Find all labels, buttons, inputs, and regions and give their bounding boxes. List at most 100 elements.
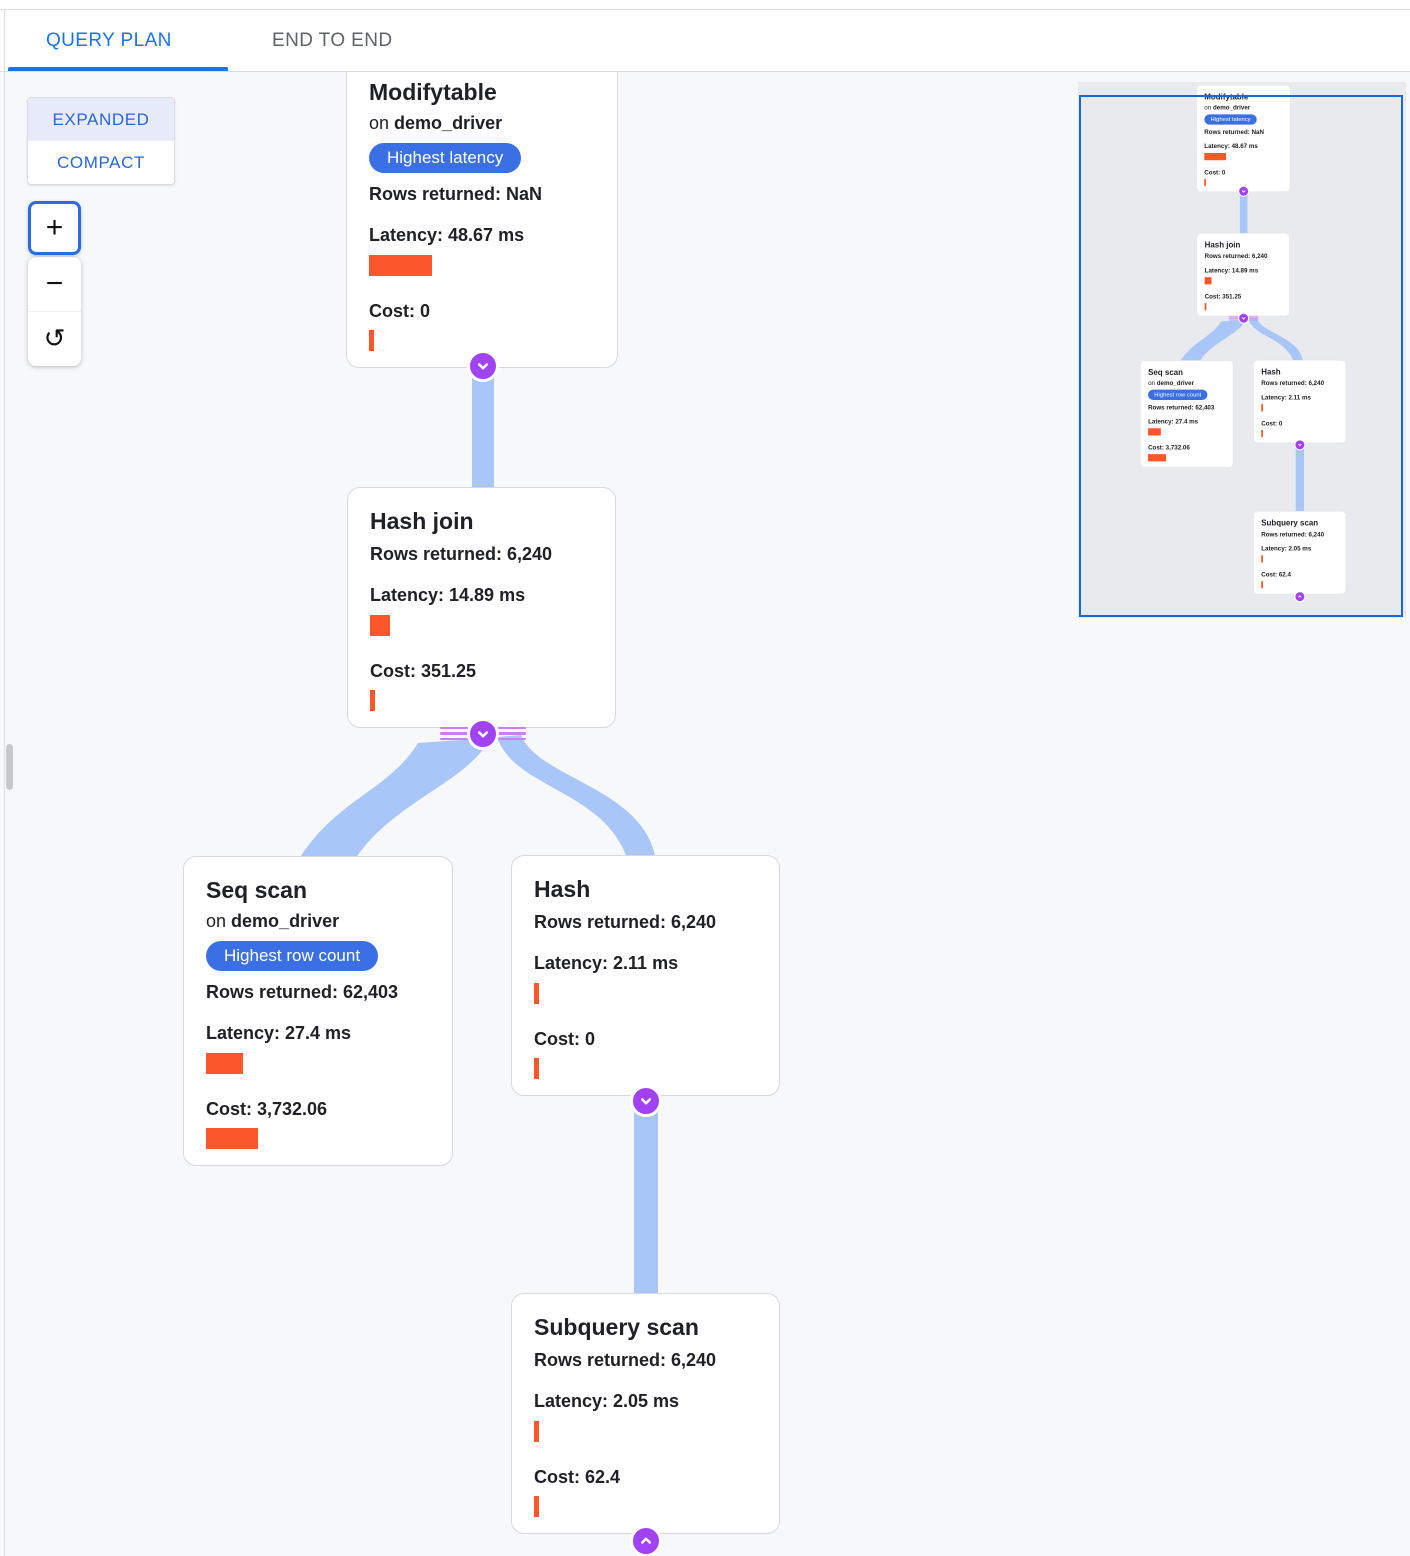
chevron-up-icon: [1298, 595, 1302, 598]
multi-edge-line: [1248, 319, 1259, 321]
highest-latency-badge: Highest latency: [1204, 114, 1257, 125]
plus-icon: +: [45, 211, 64, 244]
collapse-toggle-hash-join[interactable]: [1238, 312, 1250, 324]
latency-label: Latency: 48.67 ms: [1204, 142, 1258, 150]
rows-returned: Rows returned: 62,403: [1148, 403, 1215, 411]
cost-bar: [534, 1495, 539, 1517]
rows-returned: Rows returned: 6,240: [1261, 530, 1325, 538]
node-title: Seq scan: [1148, 367, 1183, 377]
collapse-toggle-hash[interactable]: [1294, 439, 1306, 451]
zoom-out-button[interactable]: −: [28, 257, 81, 311]
node-title: Subquery scan: [534, 1314, 699, 1340]
reset-view-button[interactable]: ↺: [28, 311, 81, 366]
multi-edge-line: [440, 732, 468, 735]
latency-label: Latency: 14.89 ms: [370, 585, 526, 606]
node-target-table: on demo_driver: [1148, 379, 1225, 386]
multi-edge-line: [1248, 315, 1259, 317]
latency-bar: [369, 254, 432, 276]
active-tab-underline: [8, 67, 228, 71]
minimap-viewport[interactable]: [1079, 95, 1403, 617]
cost-label: Cost: 0: [1261, 419, 1283, 427]
collapse-toggle-modifytable[interactable]: [467, 350, 499, 382]
cost-bar: [1204, 303, 1207, 311]
chevron-down-icon: [477, 363, 489, 370]
cost-label: Cost: 0: [369, 300, 431, 321]
plan-node-hash[interactable]: Hash Rows returned: 6,240 Latency: 2.11 …: [1253, 359, 1347, 444]
on-prefix: on: [206, 911, 227, 932]
tab-end-to-end[interactable]: END TO END: [272, 29, 393, 51]
plan-node-subquery-scan[interactable]: Subquery scan Rows returned: 6,240 Laten…: [511, 1293, 780, 1534]
multi-edge-line: [1228, 315, 1239, 317]
plan-node-hash-join[interactable]: Hash join Rows returned: 6,240 Latency: …: [347, 487, 616, 728]
cost-label: Cost: 62.4: [1261, 570, 1291, 578]
edge-hashjoin-seqscan: [295, 738, 490, 874]
latency-bar: [534, 982, 539, 1004]
latency-label: Latency: 2.05 ms: [534, 1391, 680, 1412]
plan-node-hash-join[interactable]: Hash join Rows returned: 6,240 Latency: …: [1196, 233, 1290, 317]
latency-bar: [370, 614, 390, 636]
expanded-view-button[interactable]: EXPANDED: [28, 98, 174, 141]
node-title: Seq scan: [206, 877, 307, 903]
node-title: Subquery scan: [1261, 518, 1319, 528]
node-title: Hash join: [1204, 240, 1241, 250]
chevron-down-icon: [1298, 443, 1302, 447]
multi-edge-line: [498, 732, 526, 735]
latency-label: Latency: 2.11 ms: [1261, 393, 1311, 401]
plan-node-modifytable[interactable]: Modifytable on demo_driver Highest laten…: [346, 72, 618, 368]
cost-bar: [1261, 429, 1263, 438]
on-prefix: on: [1204, 104, 1212, 111]
node-title: Modifytable: [369, 79, 497, 105]
latency-bar: [534, 1420, 539, 1442]
highest-row-count-badge: Highest row count: [1148, 389, 1208, 401]
window-top-strip: [0, 0, 1410, 10]
minimap[interactable]: Modifytable on demo_driver Highest laten…: [1078, 82, 1406, 618]
latency-bar: [1204, 277, 1212, 285]
rows-returned: Rows returned: NaN: [369, 184, 543, 205]
cost-label: Cost: 3,732.06: [206, 1098, 328, 1119]
view-mode-toggle: EXPANDED COMPACT: [27, 97, 175, 185]
tab-bar: QUERY PLAN END TO END: [0, 10, 1410, 72]
multi-edge-line: [1228, 317, 1239, 319]
rows-returned: Rows returned: 6,240: [1261, 379, 1325, 387]
plan-node-modifytable[interactable]: Modifytable on demo_driver Highest laten…: [1196, 85, 1291, 192]
latency-label: Latency: 2.05 ms: [1261, 545, 1312, 552]
rows-returned: Rows returned: 62,403: [206, 982, 399, 1003]
table-name: demo_driver: [1212, 104, 1251, 111]
rows-returned: Rows returned: NaN: [1204, 128, 1265, 136]
plan-node-hash[interactable]: Hash Rows returned: 6,240 Latency: 2.11 …: [511, 855, 780, 1096]
latency-label: Latency: 2.11 ms: [534, 953, 679, 974]
rows-returned: Rows returned: 6,240: [534, 912, 717, 933]
vertical-scrollbar[interactable]: [6, 744, 13, 790]
zoom-in-button[interactable]: +: [28, 201, 81, 255]
rows-returned: Rows returned: 6,240: [534, 1350, 717, 1371]
latency-label: Latency: 27.4 ms: [1148, 418, 1199, 425]
multi-edge-line: [1248, 317, 1259, 319]
edge-hashjoin-hash: [497, 735, 657, 874]
collapse-toggle-hash[interactable]: [630, 1085, 662, 1117]
plan-node-seq-scan[interactable]: Seq scan on demo_driver Highest row coun…: [183, 856, 453, 1166]
multi-edge-line: [440, 737, 468, 740]
cost-bar: [1261, 581, 1263, 589]
compact-view-button[interactable]: COMPACT: [57, 152, 145, 172]
tab-query-plan[interactable]: QUERY PLAN: [46, 29, 172, 51]
query-plan-canvas[interactable]: Modifytable on demo_driver Highest laten…: [0, 72, 1410, 1556]
plan-tree: Modifytable on demo_driver Highest laten…: [0, 72, 1410, 1556]
latency-label: Latency: 48.67 ms: [369, 225, 525, 246]
latency-bar: [1261, 404, 1263, 412]
node-title: Hash: [1261, 367, 1281, 377]
collapse-toggle-modifytable[interactable]: [1238, 185, 1250, 197]
minimap-content: Modifytable on demo_driver Highest laten…: [1078, 82, 1406, 603]
plan-node-seq-scan[interactable]: Seq scan on demo_driver Highest row coun…: [1140, 360, 1234, 468]
collapse-toggle-hash-join[interactable]: [467, 718, 499, 750]
reset-icon: ↺: [43, 324, 66, 354]
node-title: Hash join: [370, 508, 474, 534]
panel-divider: [4, 9, 5, 1556]
expand-toggle-subquery-scan[interactable]: [630, 1525, 662, 1556]
cost-label: Cost: 0: [534, 1028, 596, 1049]
expand-toggle-subquery-scan[interactable]: [1294, 591, 1306, 603]
node-target-table: on demo_driver: [1204, 104, 1282, 111]
cost-bar: [1204, 178, 1207, 187]
on-prefix: on: [1148, 379, 1155, 387]
cost-label: Cost: 351.25: [1204, 292, 1242, 300]
